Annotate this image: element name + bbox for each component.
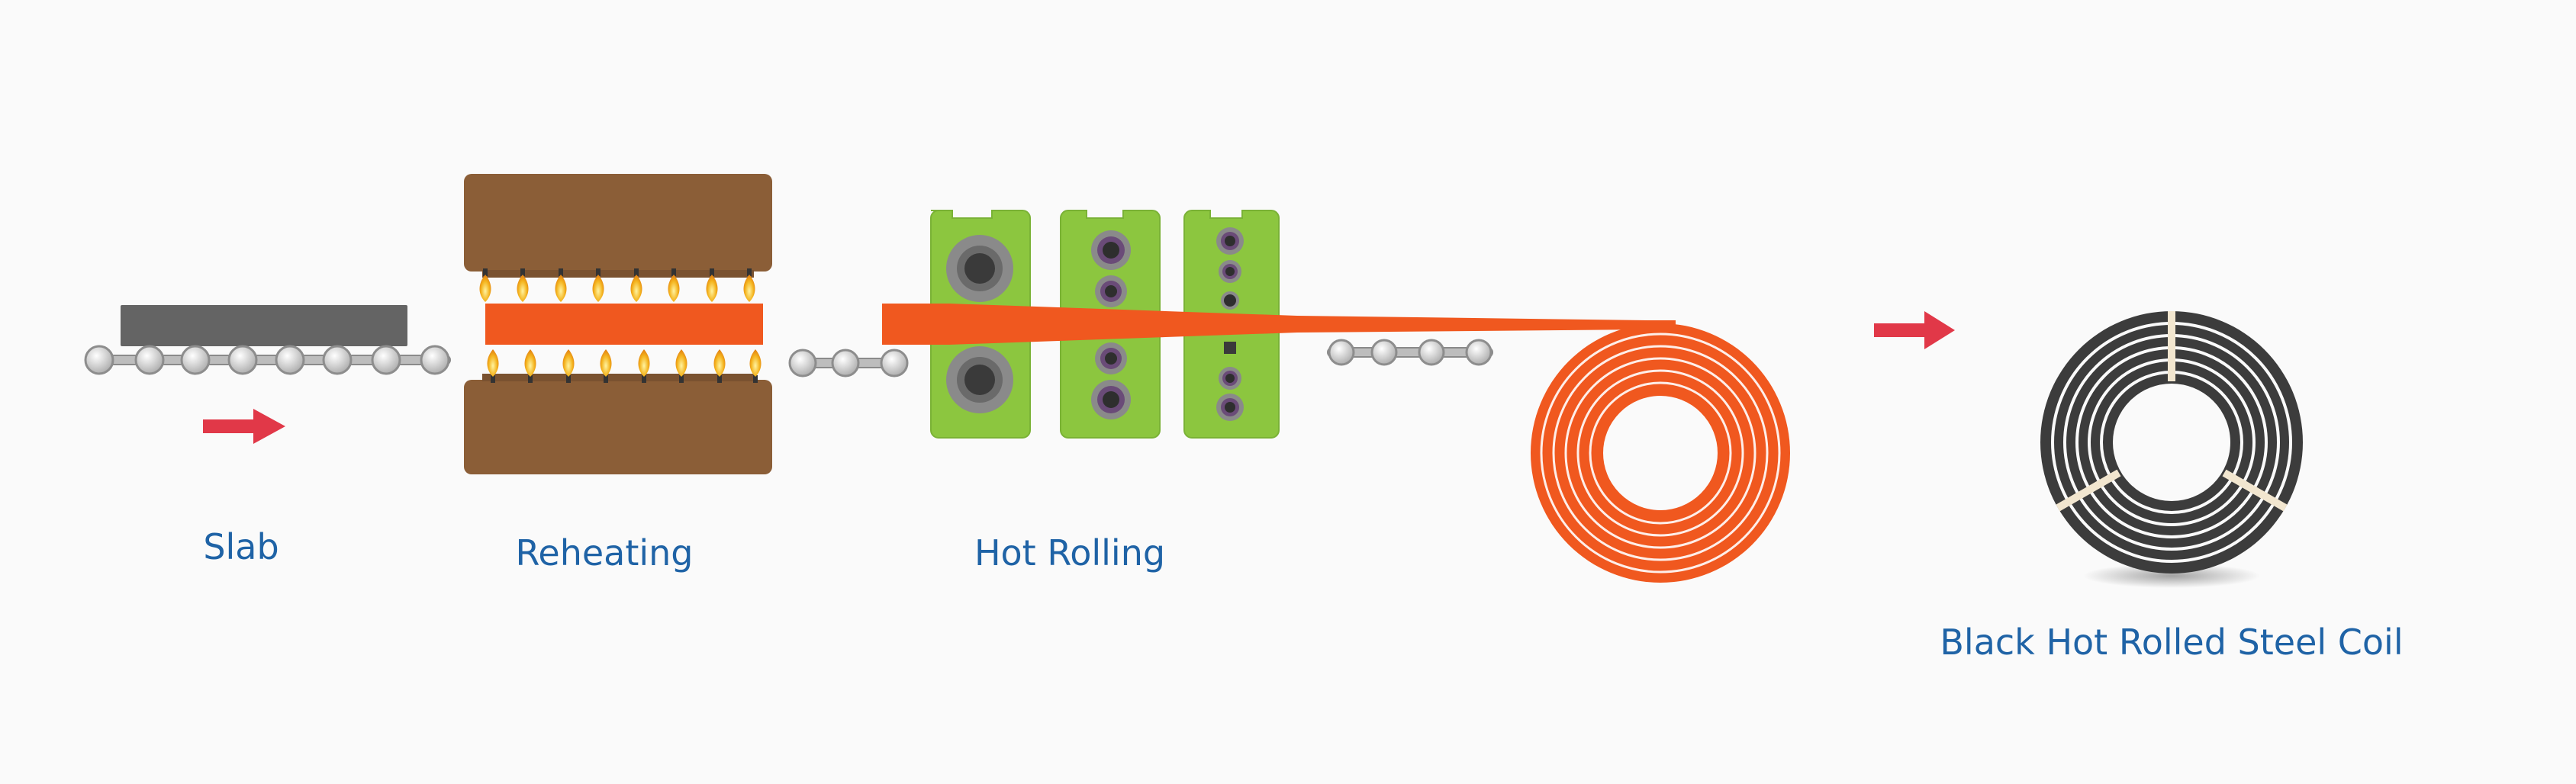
label-black-coil: Black Hot Rolled Steel Coil bbox=[1940, 622, 2404, 663]
slab bbox=[121, 305, 407, 346]
label-slab: Slab bbox=[203, 526, 279, 567]
reheating-furnace bbox=[464, 174, 772, 474]
furnace-burners-bottom bbox=[487, 349, 762, 383]
arrow-right-icon bbox=[1874, 311, 1955, 349]
furnace-burners-top bbox=[479, 268, 755, 302]
arrow-right-icon bbox=[203, 409, 285, 444]
label-reheating: Reheating bbox=[515, 532, 694, 574]
label-hot-rolling: Hot Rolling bbox=[974, 532, 1166, 574]
flame-icon bbox=[479, 275, 491, 302]
hot-strip bbox=[882, 304, 1676, 345]
heated-slab bbox=[485, 304, 763, 345]
roller-icon bbox=[84, 345, 114, 375]
runout-roller-table bbox=[1327, 339, 1493, 366]
transfer-roller-table bbox=[788, 349, 909, 378]
black-steel-coil bbox=[2040, 311, 2303, 588]
coil-straps bbox=[2056, 311, 2288, 512]
hot-coil bbox=[1531, 323, 1790, 583]
slab-roller-table bbox=[84, 345, 451, 375]
